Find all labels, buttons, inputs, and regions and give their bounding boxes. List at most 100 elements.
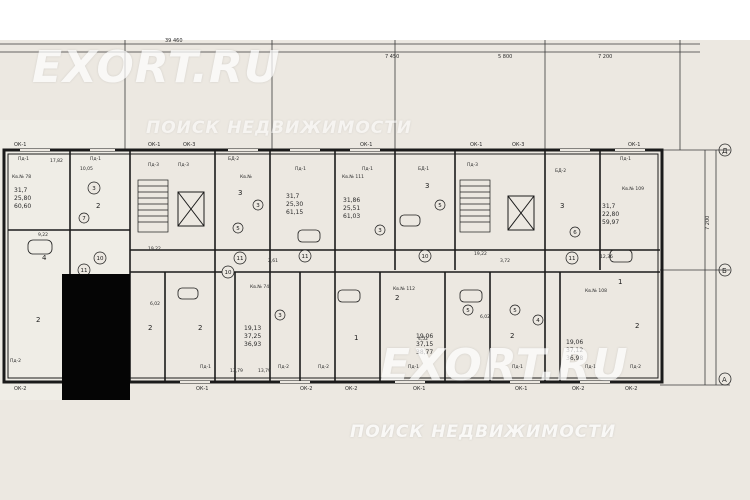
tag-ok1-e: ОК-1 [628,142,640,148]
tag-ok2-b: ОК-2 [300,386,312,392]
room-num-11c: 11 [569,256,576,262]
tag-ok2-e: ОК-2 [625,386,637,392]
tag-bd2-b: БД-2 [555,168,566,174]
axis-label-a: А [722,376,727,384]
room-num-3a: 3 [92,186,96,192]
tag-pd1-g: Пд-1 [408,364,419,370]
room-big-1b: 1 [618,278,622,286]
room-num-11a: 11 [237,256,244,262]
room-num-5b: 5 [438,203,442,209]
area-8: 13,79 [230,368,243,374]
axis-label-b: Б [722,267,727,275]
tag-ok1-h: ОК-1 [515,386,527,392]
dimension-chain-right [660,149,730,386]
apt-6-name: Кв.№ 112 [393,286,415,292]
tag-ok2-c: ОК-2 [345,386,357,392]
room-num-11d: 11 [81,268,88,274]
tag-pd3-b: Пд-3 [178,162,189,168]
tag-pd2-a: Пд-2 [10,358,21,364]
apt-2-alt: 25,30 [286,201,303,208]
room-big-2a: 2 [96,202,100,210]
tag-ok1-b: ОК-1 [148,142,160,148]
tag-pd1-h: Пд-1 [512,364,523,370]
room-num-3c: 3 [378,228,382,234]
apt-3-alt: 25,51 [343,205,360,212]
room-big-3f: 3 [425,182,429,190]
tag-pd1-i: Пд-1 [585,364,596,370]
dimension-chain-top [0,40,700,150]
apt-6-alt: 37,15 [416,341,433,348]
dim-right: 7 200 [705,216,711,230]
area-11: 12,36 [600,254,613,260]
room-num-10a: 10 [422,254,429,260]
apt-2-total: 61,15 [286,209,303,216]
dim-1: 7 450 [385,54,399,60]
area-10: 9,22 [38,232,48,238]
apt-2-name: Кв.№ [240,174,252,180]
tag-pd1-b: Пд-1 [90,156,101,162]
apt-4-total: 59,97 [602,219,619,226]
elevator-shafts [177,191,535,231]
apt-5-alt: 37,25 [244,333,261,340]
area-5: 6,02 [480,314,490,320]
tag-bd1-a: БД-1 [418,166,429,172]
room-num-7a: 7 [82,216,86,222]
outer-walls [2,148,664,384]
apt-4-name: Кв.№ 109 [622,186,644,192]
room-big-3e: 3 [560,202,564,210]
apt-3-living: 31,86 [343,197,360,204]
room-big-2b: 2 [36,316,40,324]
staircase-right [459,179,491,233]
room-big-3g: 3 [238,189,242,197]
room-num-10c: 10 [97,256,104,262]
area-3: 19,22 [474,251,487,257]
area-13: 4,52 [418,336,428,342]
room-big-2e: 2 [395,294,399,302]
tag-ok3-b: ОК-3 [512,142,524,148]
tag-pd1-a: Пд-1 [18,156,29,162]
room-bubbles [77,181,581,326]
room-num-10b: 10 [225,270,232,276]
paper-top-edge [0,0,750,40]
room-num-3b: 3 [256,203,260,209]
watermark-tagline-top: ПОИСК НЕДВИЖИМОСТИ [146,118,413,138]
tag-ok1-g: ОК-1 [413,386,425,392]
apt-3-total: 61,03 [343,213,360,220]
tag-pd1-d: Пд-1 [362,166,373,172]
apt-5-total: 36,93 [244,341,261,348]
watermark-tagline-bottom: ПОИСК НЕДВИЖИМОСТИ [350,422,617,442]
apt-1-total: 60,60 [14,203,31,210]
room-num-5d: 5 [513,308,517,314]
room-num-3d: 3 [278,313,282,319]
room-big-2c: 2 [148,324,152,332]
apt-7-total: 36,98 [566,355,583,362]
area-12: 2,61 [268,258,278,264]
apt-3-name: Кв.№ 111 [342,174,364,180]
watermark-brand-bottom: EXORT.RU [380,340,629,391]
tag-ok1-f: ОК-1 [196,386,208,392]
dim-top-total: 39 460 [165,38,183,44]
room-num-4a: 4 [536,318,540,324]
tag-pd1-f: Пд-1 [200,364,211,370]
apt-4-living: 31,7 [602,203,616,210]
axis-bubble-d [718,143,732,157]
room-num-5a: 5 [236,226,240,232]
apt-6-total: 38,77 [416,349,433,356]
apt-7-living: 19,06 [566,339,583,346]
tag-pd3-a: Пд-3 [148,162,159,168]
tag-pd1-c: Пд-1 [295,166,306,172]
area-1: 17,82 [50,158,63,164]
staircase-left [137,179,169,233]
tag-ok3-a: ОК-3 [183,142,195,148]
apt-2-living: 31,7 [286,193,300,200]
tag-pd1-e: Пд-1 [620,156,631,162]
room-num-6a: 6 [573,230,577,236]
axis-bubble-a [718,372,732,386]
tag-pd2-d: Пд-2 [630,364,641,370]
apt-5-name: Кв.№ 74 [250,284,269,290]
tag-bd2-a: БД-2 [228,156,239,162]
tag-ok2-d: ОК-2 [572,386,584,392]
apt-7-name: Кв.№ 108 [585,288,607,294]
axis-bubble-b [718,263,732,277]
tag-pd2-c: Пд-2 [318,364,329,370]
